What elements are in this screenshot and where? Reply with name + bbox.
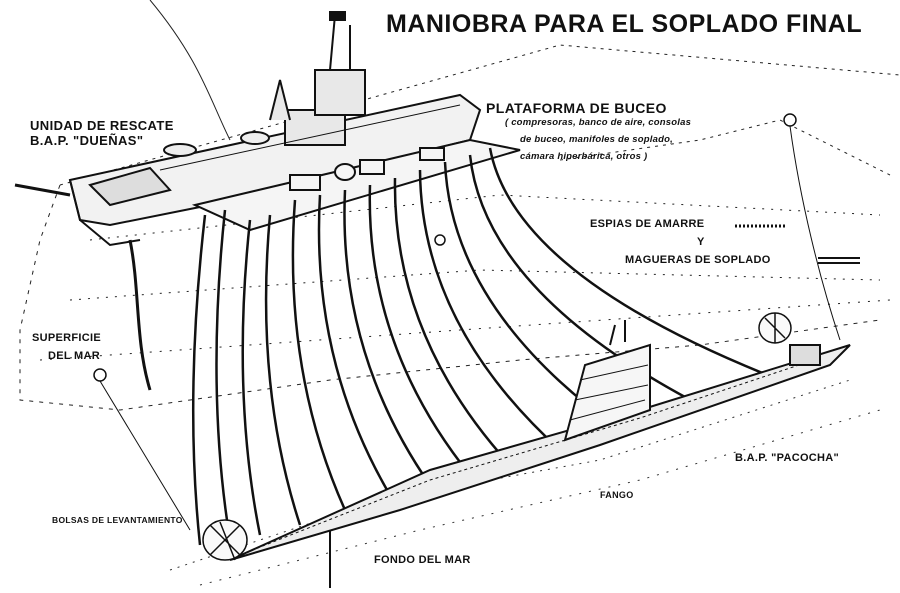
hose-line	[291, 199, 347, 511]
sea-surface-label-line1: SUPERFICIE	[32, 332, 102, 344]
hose-line	[191, 214, 207, 546]
diving-platform-detail-3: cámara hiperbárica, otros )	[520, 151, 648, 162]
rescue-unit-label-line2: B.A.P. "DUEÑAS"	[30, 133, 144, 148]
hose-line	[241, 219, 262, 536]
hose-line	[317, 194, 392, 496]
buoys	[93, 113, 841, 531]
lifting-bags	[202, 312, 792, 561]
hose-line	[215, 209, 232, 541]
hose-line	[393, 177, 511, 466]
diving-platform-label: PLATAFORMA DE BUCEO	[486, 100, 667, 116]
sea-surface-label-line2: DEL MAR	[48, 350, 101, 362]
hose-line	[488, 147, 781, 382]
hoses-group	[191, 147, 781, 546]
diving-platform-detail-1: ( compresoras, banco de aire, consolas	[505, 117, 692, 128]
hose-line	[264, 214, 302, 526]
diving-platform-detail-2: de buceo, manifoles de soplado,	[520, 134, 673, 145]
mooring-lines-label-line1: ESPIAS DE AMARRE	[590, 218, 705, 230]
hose-line	[368, 184, 471, 476]
submarine-label: B.A.P. "PACOCHA"	[735, 452, 840, 464]
mooring-lines-label-line2: MAGUERAS DE SOPLADO	[625, 254, 771, 266]
sea-surface-plane	[19, 0, 900, 411]
legend-line-samples	[735, 224, 860, 264]
rescue-ship	[14, 11, 482, 247]
page-title: MANIOBRA PARA EL SOPLADO FINAL	[386, 10, 863, 38]
submarine	[229, 320, 851, 561]
anchor-chain	[128, 239, 152, 391]
lifting-bags-label: BOLSAS DE LEVANTAMIENTO	[52, 515, 183, 525]
hose-line	[343, 189, 432, 486]
hose-line	[418, 169, 561, 451]
mud-label: FANGO	[600, 490, 634, 500]
diving-platform	[191, 138, 521, 232]
rescue-unit-label-line1: UNIDAD DE RESCATE	[30, 118, 174, 133]
sea-floor	[169, 379, 881, 588]
sea-floor-label: FONDO DEL MAR	[374, 554, 471, 566]
mooring-lines-label-and: Y	[697, 236, 705, 248]
